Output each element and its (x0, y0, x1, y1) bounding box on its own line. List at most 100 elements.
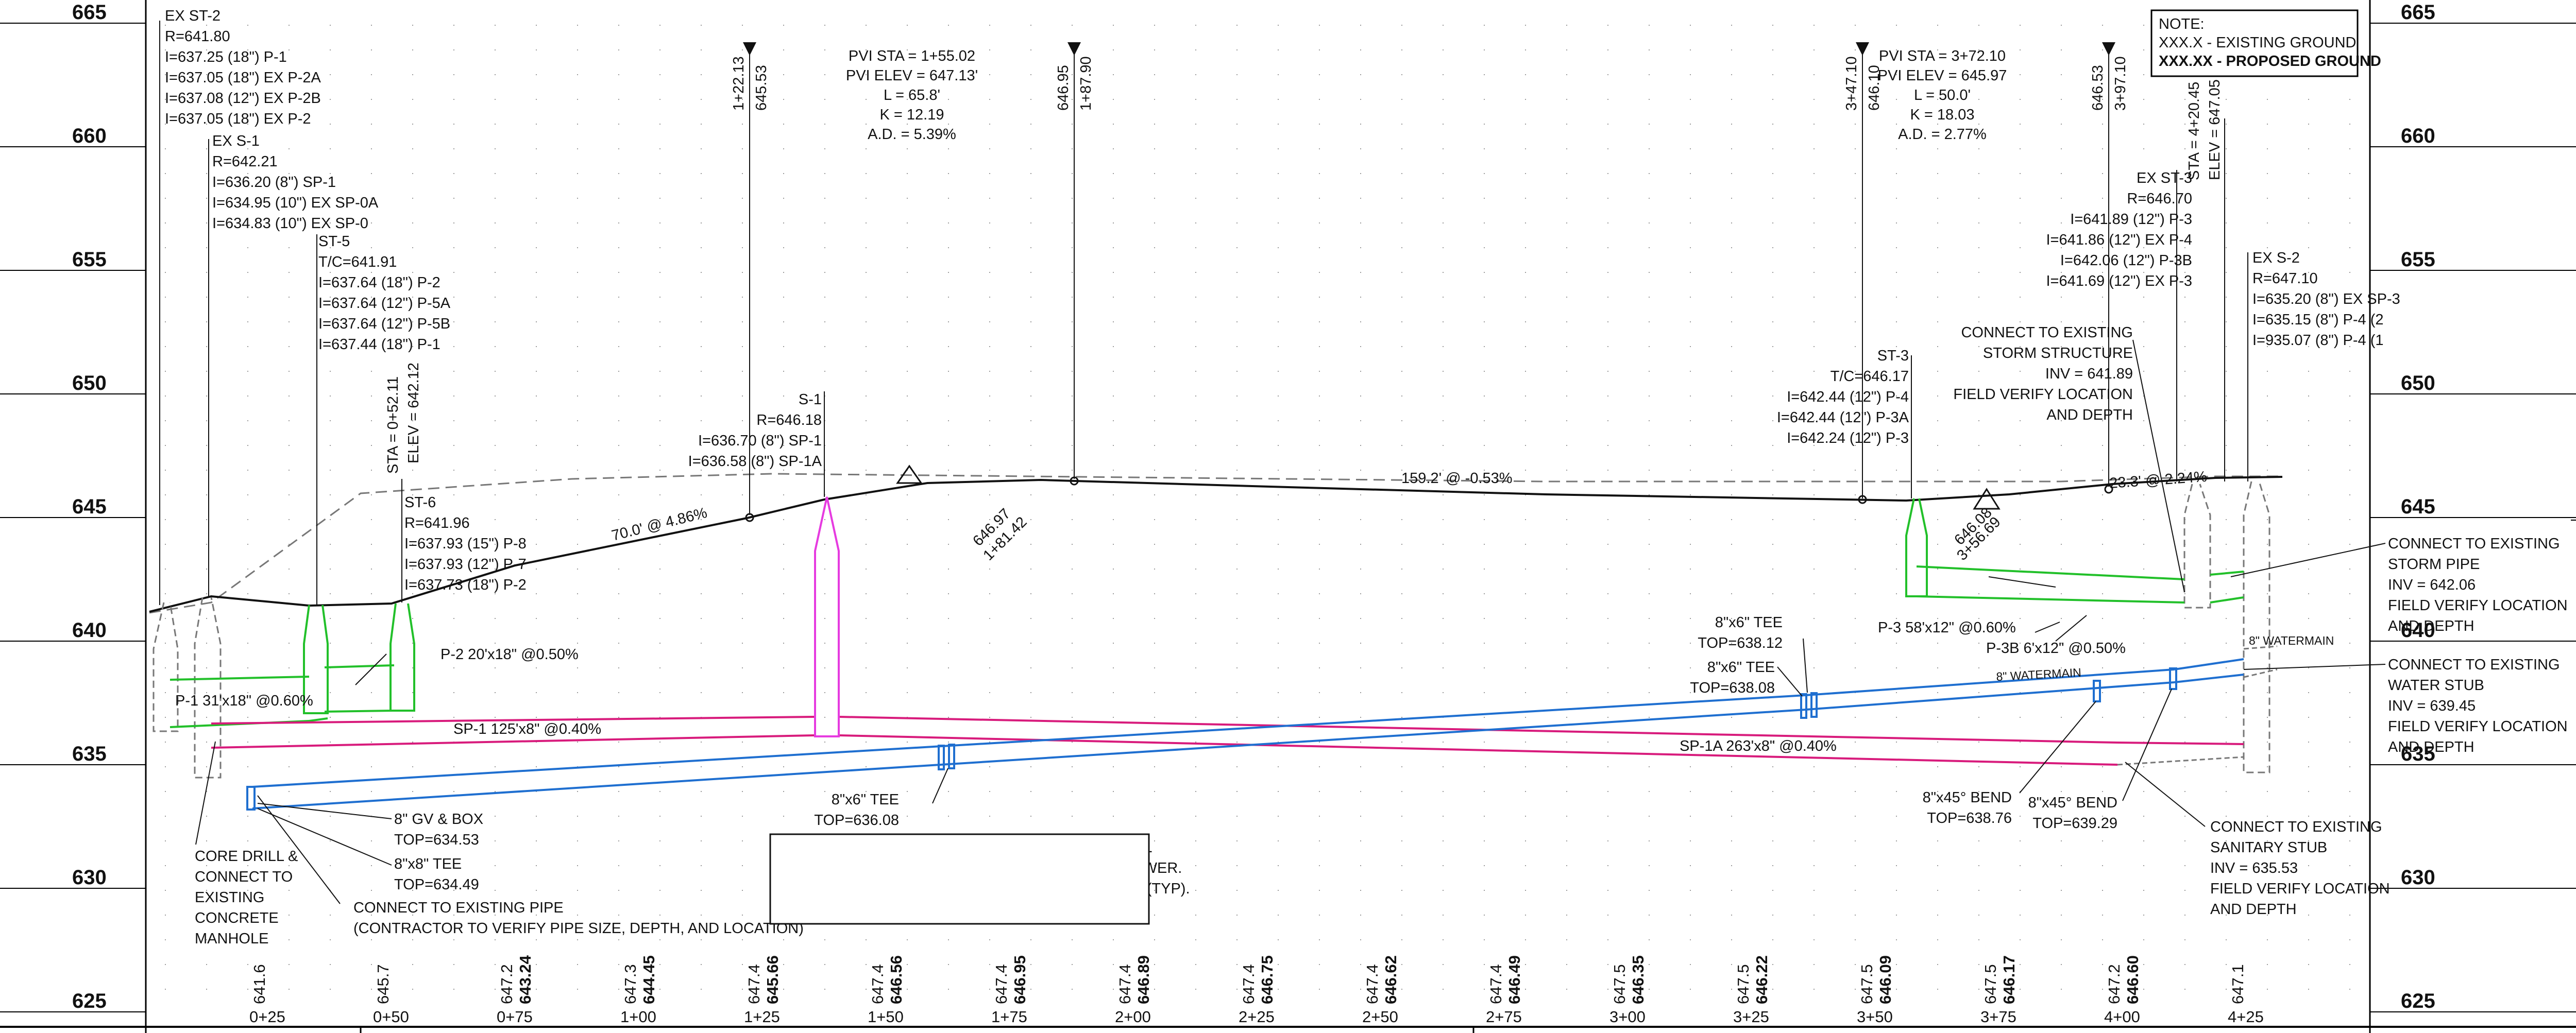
callout-tee88-line: TOP=634.49 (394, 876, 479, 893)
elevation-label: 665 (72, 1, 107, 24)
structure-ex-s1-line: R=642.21 (212, 153, 278, 170)
structure-ex-s2-line: I=635.15 (8") P-4 (2 (2252, 312, 2384, 328)
proposed-ground-elev: 646.62 (1382, 955, 1400, 1004)
structure-ex-s2-line: I=935.07 (8") P-4 (1 (2252, 332, 2384, 349)
callout-connect-sanitary-line: AND DEPTH (2210, 901, 2297, 918)
elevation-label: 645 (72, 495, 107, 518)
structure-st5-line: I=637.64 (18") P-2 (318, 274, 440, 291)
callout-core-line: CONCRETE (195, 910, 279, 926)
pvi-line: K = 18.03 (1910, 107, 1975, 123)
structure-st5-line: I=637.64 (12") P-5B (318, 316, 450, 332)
structure-ex-s2-line: EX S-2 (2252, 250, 2300, 266)
structure-leaders (159, 21, 2248, 605)
structure-ex-st3-line: R=646.70 (2127, 191, 2192, 207)
st6-elevation: ELEV = 642.12 (405, 363, 422, 463)
structure-callouts: EX ST-2R=641.80I=637.25 (18") P-1I=637.0… (165, 8, 2400, 593)
station-label: 1+25 (744, 1008, 780, 1026)
callout-connect-storm-pipe-line: AND DEPTH (2388, 618, 2475, 634)
station-label: 2+75 (1486, 1008, 1522, 1026)
vc-elevation: 646.10 (1866, 65, 1883, 111)
vc-elevation: 645.53 (753, 65, 770, 111)
station-label: 0+25 (249, 1008, 285, 1026)
station-label: 0+75 (497, 1008, 533, 1026)
structure-s1-line: I=636.70 (8") SP-1 (698, 433, 822, 449)
structure-ex-s1-line: I=634.83 (10") EX SP-0 (212, 215, 368, 232)
structure-ex-st2-line: EX ST-2 (165, 8, 221, 24)
proposed-ground-elev: 644.45 (640, 955, 658, 1004)
proposed-ground-elev: 646.49 (1505, 955, 1523, 1004)
elevation-label: 630 (72, 866, 107, 889)
structure-st3-line: I=642.24 (12") P-3 (1787, 430, 1909, 446)
callout-bend1-line: TOP=638.76 (1927, 810, 2012, 827)
elevation-label: 630 (2401, 866, 2435, 889)
station-label: 2+25 (1239, 1008, 1275, 1026)
callout-leaders (195, 339, 2386, 904)
structure-ex-s1-line: I=636.20 (8") SP-1 (212, 174, 336, 191)
proposed-ground-elev: 646.75 (1258, 955, 1276, 1004)
callout-tee2-line: TOP=638.12 (1698, 635, 1783, 651)
callout-bend2-line: 8"x45° BEND (2028, 795, 2117, 811)
existing-ground-elev: 647.4 (992, 964, 1010, 1004)
pipe-label-p3: P-3 58'x12" @0.60% (1878, 619, 2016, 636)
callout-connect-storm-pipe-line: CONNECT TO EXISTING (2388, 536, 2560, 552)
pvi-line: K = 12.19 (880, 107, 944, 123)
structure-ex-st2-line: I=637.08 (12") EX P-2B (165, 90, 321, 107)
callout-tee2-line: 8"x6" TEE (1715, 614, 1783, 631)
callout-connect-sanitary-line: SANITARY STUB (2210, 839, 2327, 856)
structure-ex-s2-line: R=647.10 (2252, 270, 2318, 287)
structure-ex-st2-line: I=637.25 (18") P-1 (165, 49, 287, 65)
structure-ex-s1-line: I=634.95 (10") EX SP-0A (212, 195, 379, 211)
structure-st6-line: I=637.93 (12") P-7 (404, 556, 527, 573)
pvi-line: A.D. = 2.77% (1898, 126, 1987, 143)
elevation-label: 655 (72, 248, 107, 271)
pvi-line: PVI STA = 3+72.10 (1879, 48, 2006, 64)
proposed-ground-elev: 646.35 (1629, 955, 1647, 1004)
pipe-label-p1: P-1 31'x18" @0.60% (175, 693, 313, 709)
existing-ground-elev: 647.4 (869, 964, 887, 1004)
callout-connect-water-line: FIELD VERIFY LOCATION (2388, 718, 2568, 735)
existing-ground-elev: 647.5 (1858, 964, 1876, 1004)
note-existing: XXX.X - EXISTING GROUND (2159, 35, 2357, 51)
structure-st5-line: I=637.44 (18") P-1 (318, 336, 440, 353)
pvi-line: PVI STA = 1+55.02 (849, 48, 975, 64)
proposed-ground-elev: 643.24 (516, 955, 534, 1004)
sanitary-manhole-s1 (814, 496, 840, 737)
major-grid (0, 23, 2576, 1012)
callout-connect-pipe-line: (CONTRACTOR TO VERIFY PIPE SIZE, DEPTH, … (353, 920, 804, 937)
proposed-ground-elev: 646.60 (2124, 955, 2142, 1004)
callout-bend2-line: TOP=639.29 (2032, 815, 2117, 832)
elevation-label: 625 (72, 990, 107, 1012)
existing-ground-elev: 647.3 (621, 964, 639, 1004)
pvi-line: A.D. = 5.39% (868, 126, 956, 143)
structure-ex-st3-line: I=641.69 (12") EX P-3 (2046, 273, 2192, 289)
structure-s1-line: S-1 (799, 391, 822, 408)
existing-manhole-right (2183, 481, 2270, 773)
pipe-label-sp1: SP-1 125'x8" @0.40% (453, 721, 601, 737)
existing-ground-line (149, 473, 2282, 614)
note-title: NOTE: (2159, 16, 2205, 32)
callout-connect-storm-pipe-line: FIELD VERIFY LOCATION (2388, 597, 2568, 614)
structure-ex-st3-line: I=642.06 (12") P-3B (2060, 252, 2192, 269)
station-label: 3+75 (1980, 1008, 2016, 1026)
proposed-ground-elev: 646.09 (1876, 955, 1894, 1004)
station-label: 3+25 (1733, 1008, 1769, 1026)
callout-gv-line: 8" GV & BOX (394, 811, 483, 828)
elevation-label: 645 (2401, 495, 2435, 518)
structure-ex-st3-line: EX ST-3 (2137, 170, 2192, 186)
structure-s1-line: R=646.18 (756, 412, 822, 428)
structure-st3-line: I=642.44 (12") P-3A (1777, 409, 1909, 426)
elevation-label: 650 (2401, 372, 2435, 394)
callout-gv-line: TOP=634.53 (394, 832, 479, 848)
callout-tee1-line: TOP=636.08 (814, 812, 899, 829)
structure-st5-line: T/C=641.91 (318, 254, 397, 270)
ex-st3-elevation: ELEV = 647.05 (2207, 79, 2223, 180)
existing-ground-elev: 641.6 (250, 964, 268, 1004)
elevation-label: 660 (2401, 125, 2435, 147)
existing-ground-elev: 647.4 (1363, 964, 1381, 1004)
callout-core-line: MANHOLE (195, 931, 268, 947)
station-label: 1+00 (620, 1008, 656, 1026)
structure-ex-st2-line: I=637.05 (18") EX P-2 (165, 111, 311, 127)
structure-st3-line: I=642.44 (12") P-4 (1787, 389, 1909, 405)
note-box: NOTE: XXX.X - EXISTING GROUND XXX.XX - P… (2150, 9, 2381, 77)
